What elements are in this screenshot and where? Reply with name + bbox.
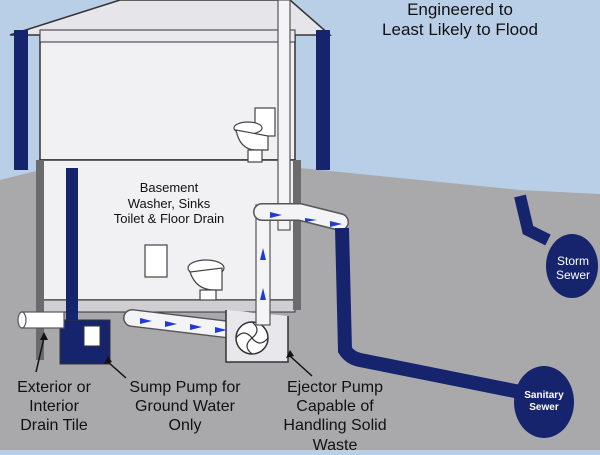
basement-label-line-1: Basement [139, 180, 199, 195]
drain-tile-label-line-1: Exterior or [17, 379, 91, 396]
storm-lateral [514, 194, 551, 246]
sanitary-sewer [514, 366, 574, 438]
basement-label-line-3: Toilet & Floor Drain [113, 211, 225, 227]
basement-toilet [144, 244, 225, 301]
storm-sewer [546, 234, 598, 298]
drain-tile-label-line-2: Interior [29, 398, 79, 416]
sump-pump-label-line-1: Sump Pump for [129, 379, 241, 396]
drain-tile-label: Exterior or Interior Drain Tile [4, 378, 104, 436]
ejector-riser [255, 204, 271, 326]
sump-discharge [66, 168, 78, 320]
sump-pump-body [83, 325, 101, 347]
ejector-pump-label-line-4: Waste [312, 436, 358, 454]
storm-sewer-label: Storm Sewer [548, 254, 598, 283]
sump-pump-label: Sump Pump for Ground Water Only [110, 378, 260, 436]
storm-sewer-label-line-1: Storm [556, 254, 589, 268]
flow-arrows [140, 212, 342, 333]
sump-pump-label-line-2: Ground Water [135, 398, 235, 416]
right-gutter [316, 30, 330, 170]
upstairs-toilet [233, 107, 276, 163]
basement-label-line-2: Washer, Sinks [127, 195, 211, 211]
sump-pump-label-line-3: Only [168, 417, 202, 435]
title-line-2: Least Likely to Flood [382, 20, 538, 40]
foundation-right [293, 160, 301, 310]
ejector-pump-label-line-2: Capable of [296, 398, 374, 416]
vent-stack [277, 0, 291, 231]
sanitary-sewer-label-line-2: Sewer [529, 402, 559, 413]
foundation-left [36, 160, 44, 360]
sanitary-sewer-label-line-1: Sanitary [524, 390, 564, 401]
ejector-pump [235, 321, 269, 355]
sanitary-lateral [335, 227, 522, 399]
left-gutter [14, 30, 28, 170]
ejector-pump-label: Ejector Pump Capable of Handling Solid W… [270, 378, 400, 455]
basement-label: Basement Washer, Sinks Toilet & Floor Dr… [104, 180, 234, 227]
ejector-pump-label-line-3: Handling Solid [283, 417, 387, 435]
drain-tile [17, 311, 65, 329]
sanitary-sewer-label: Sanitary Sewer [514, 390, 574, 414]
attic-line [39, 29, 296, 43]
title-line-1: Engineered to [407, 0, 513, 19]
ejector-pump-label-line-1: Ejector Pump [286, 379, 384, 396]
diagram-title: Engineered to Least Likely to Flood [340, 0, 580, 41]
storm-sewer-label-line-2: Sewer [555, 268, 590, 283]
drain-tile-label-line-3: Drain Tile [20, 417, 88, 435]
